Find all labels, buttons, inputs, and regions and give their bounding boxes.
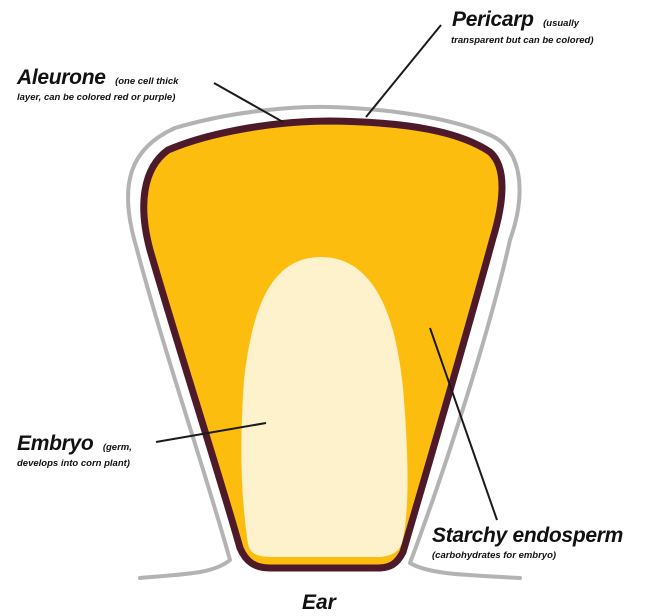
embryo-note-line2: develops into corn plant) (17, 458, 130, 469)
pericarp-title: Pericarp (452, 8, 534, 31)
embryo-title: Embryo (17, 432, 93, 455)
embryo-note-line1: (germ, (103, 442, 132, 453)
pericarp-note-line2: transparent but can be colored) (451, 35, 594, 46)
embryo-label: Embryo (germ, (17, 432, 132, 456)
pericarp-note-line1: (usually (543, 18, 579, 29)
pericarp-label: Pericarp (usually (452, 8, 579, 32)
aleurone-title: Aleurone (17, 66, 106, 89)
pericarp-leader-line (366, 25, 441, 117)
endosperm-title: Starchy endosperm (432, 524, 623, 548)
aleurone-note-line1: (one cell thick (115, 76, 178, 87)
aleurone-note-line2: layer, can be colored red or purple) (17, 92, 175, 103)
ear-label: Ear (302, 591, 336, 615)
aleurone-label: Aleurone (one cell thick (17, 66, 178, 90)
endosperm-note: (carbohydrates for embryo) (432, 550, 556, 561)
